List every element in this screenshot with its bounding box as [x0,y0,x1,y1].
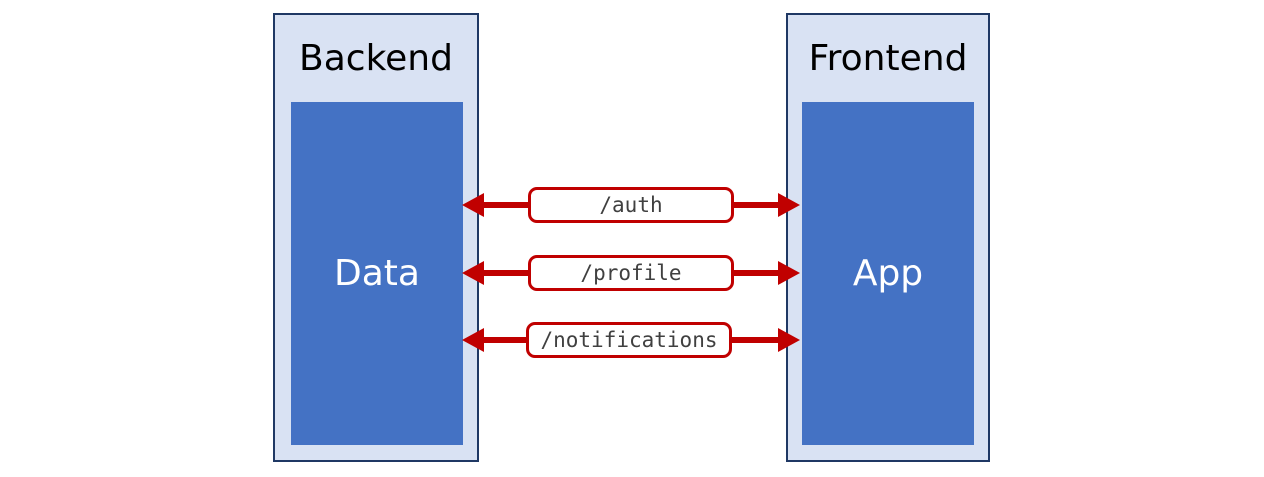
connector-line-right [732,202,780,208]
connection-profile[interactable]: /profile [462,253,800,293]
connector-line-left [482,337,530,343]
arrow-head-right-icon [778,261,800,285]
node-box-app[interactable]: App [802,102,974,445]
endpoint-text-profile: /profile [580,261,682,285]
endpoint-label-auth[interactable]: /auth [528,187,734,223]
connector-line-right [732,270,780,276]
connection-auth[interactable]: /auth [462,185,800,225]
group-panel-backend[interactable]: Backend Data [273,13,479,462]
arrow-head-right-icon [778,193,800,217]
connector-line-left [482,202,530,208]
arrow-head-left-icon [462,261,484,285]
group-panel-frontend[interactable]: Frontend App [786,13,990,462]
arrow-head-left-icon [462,193,484,217]
endpoint-text-auth: /auth [599,193,663,217]
node-label-data: Data [334,252,420,294]
endpoint-text-notifications: /notifications [540,328,718,352]
node-box-data[interactable]: Data [291,102,463,445]
connector-line-left [482,270,530,276]
connection-notifications[interactable]: /notifications [462,320,800,360]
arrow-head-left-icon [462,328,484,352]
endpoint-label-profile[interactable]: /profile [528,255,734,291]
endpoint-label-notifications[interactable]: /notifications [526,322,732,358]
group-title-backend: Backend [299,38,453,79]
arrow-head-right-icon [778,328,800,352]
connector-line-right [730,337,780,343]
group-title-frontend: Frontend [808,38,968,79]
node-label-app: App [852,252,924,294]
